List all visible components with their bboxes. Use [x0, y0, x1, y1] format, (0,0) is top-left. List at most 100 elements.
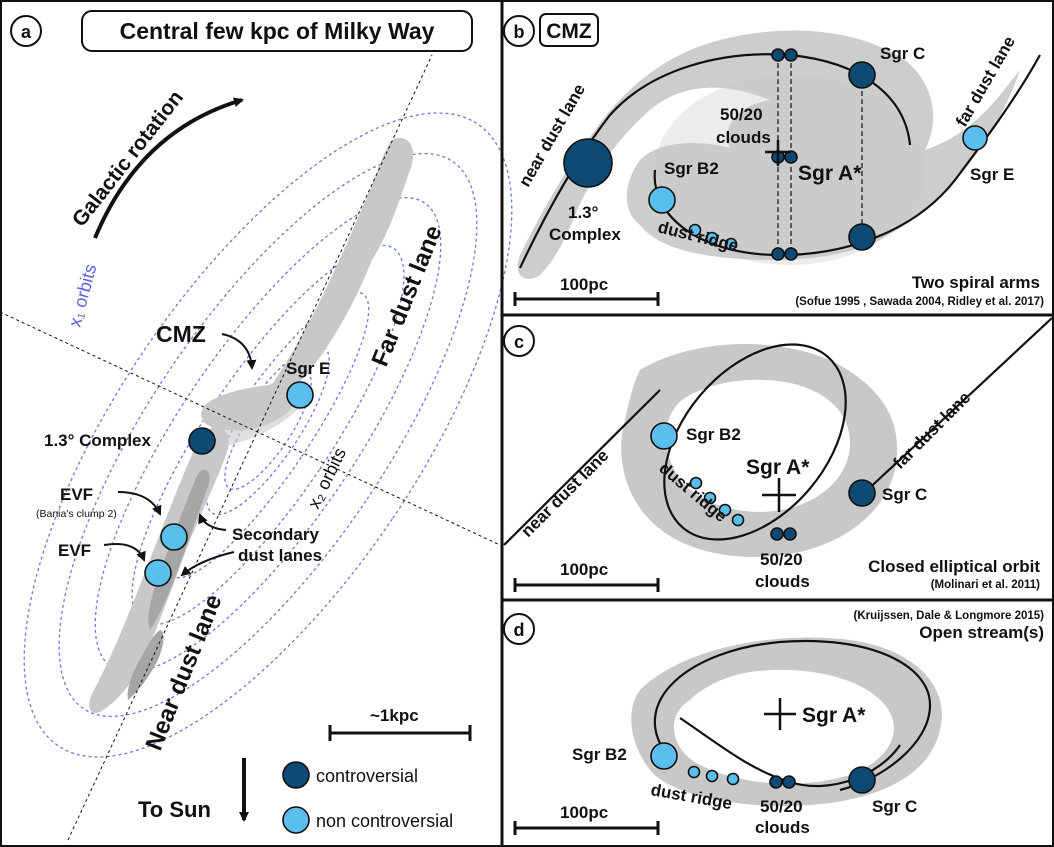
c-ridge-3 — [718, 503, 732, 517]
cmz-label: CMZ — [156, 321, 206, 347]
panel-a-dust — [89, 138, 414, 713]
secondary-label-1: Secondary — [232, 525, 319, 544]
b-sgr-c-marker — [848, 61, 876, 89]
b-ridge-1 — [688, 223, 702, 237]
d-cloud-2 — [782, 775, 796, 789]
panel-a: a Central few kpc of Milky Way Galactic … — [0, 10, 513, 841]
panel-d-letter-circle — [503, 613, 535, 645]
panel-b-title-box — [539, 13, 599, 47]
panel-c-scale-bar — [513, 578, 660, 592]
d-sgr-c-marker — [848, 766, 876, 794]
rotation-label: Galactic rotation — [68, 86, 188, 231]
b-refs-label: (Sofue 1995 , Sawada 2004, Ridley et al.… — [795, 296, 1044, 308]
c-sgr-a-label: Sgr A* — [746, 456, 810, 479]
b-ridge-3 — [724, 237, 738, 251]
x1-orbits-label: x₁ orbits — [65, 262, 101, 329]
c-clouds-label-2: clouds — [755, 572, 810, 591]
b-cloud-top-1 — [771, 48, 785, 62]
c-refs-label: (Molinari et al. 2011) — [931, 579, 1040, 591]
d-ridge-1 — [687, 765, 701, 779]
rotation-arrow-icon — [93, 97, 244, 239]
c-sgr-b2-label: Sgr B2 — [686, 425, 741, 444]
evf-2-label: EVF — [58, 541, 91, 560]
b-complex-marker — [563, 138, 613, 188]
c-ridge-1 — [689, 476, 703, 490]
b-sgr-b2-marker — [648, 186, 676, 214]
b-complex-label-1: 1.3° — [568, 203, 599, 222]
evf-1-sublabel: (Bania's clump 2) — [36, 508, 117, 520]
d-ridge-2 — [705, 769, 719, 783]
panel-c-letter: c — [514, 332, 524, 352]
evf-1-arrow-icon — [117, 491, 162, 516]
b-complex-label-2: Complex — [549, 225, 621, 244]
c-far-lane-line — [861, 317, 1053, 496]
d-refs-label: (Kruijssen, Dale & Longmore 2015) — [854, 610, 1045, 622]
c-sgr-b2-marker — [650, 422, 678, 450]
complex-marker — [188, 427, 216, 455]
legend-controversial: controversial — [316, 766, 418, 786]
b-cloud-top-2 — [784, 48, 798, 62]
c-near-lane-line — [503, 389, 661, 546]
b-sgr-a-label: Sgr A* — [798, 162, 862, 185]
c-sgr-c-label: Sgr C — [882, 485, 927, 504]
sgr-e-label: Sgr E — [286, 359, 330, 378]
panel-b-letter: b — [514, 22, 525, 42]
c-ridge-2 — [703, 491, 717, 505]
c-cloud-2 — [783, 527, 797, 541]
evf-2-arrow-icon — [103, 543, 146, 562]
complex-label: 1.3° Complex — [44, 431, 151, 450]
minor-axis-line — [0, 311, 501, 546]
panel-b-title: CMZ — [546, 20, 592, 43]
evf-bania-marker — [160, 523, 188, 551]
evf-1-label: EVF — [60, 485, 93, 504]
c-near-lane-label: near dust lane — [517, 446, 612, 541]
b-clouds-label-1: 50/20 — [720, 105, 763, 124]
b-sgr-b2-label: Sgr B2 — [664, 159, 719, 178]
b-cloud-bot-2 — [784, 247, 798, 261]
c-orbit-ellipse — [663, 343, 847, 541]
d-model-label: Open stream(s) — [919, 623, 1044, 642]
d-ridge-3 — [726, 772, 740, 786]
c-cloud-1 — [770, 527, 784, 541]
c-sgr-c-marker — [848, 479, 876, 507]
d-cloud-1 — [769, 775, 783, 789]
panel-a-scale-bar — [328, 725, 472, 741]
cmz-arrow-icon — [221, 333, 257, 370]
b-clouds-label-2: clouds — [716, 128, 771, 147]
panel-b-scale-bar — [513, 292, 660, 306]
light-circle-icon — [282, 806, 310, 834]
secondary-arrow-2-icon — [180, 551, 235, 577]
b-sgr-e-label: Sgr E — [970, 165, 1014, 184]
c-scale-label: 100pc — [560, 560, 608, 579]
c-far-lane-label: far dust lane — [889, 388, 974, 473]
d-clouds-label-2: clouds — [755, 818, 810, 837]
panel-c-letter-circle — [503, 325, 535, 357]
c-ridge-4 — [731, 513, 745, 527]
b-sgr-c-marker-2 — [848, 223, 876, 251]
panel-a-title-box — [81, 10, 473, 52]
b-sgr-c-label: Sgr C — [880, 44, 925, 63]
b-ridge-2 — [705, 231, 719, 245]
panel-a-letter-circle — [10, 15, 42, 47]
d-sgr-a-label: Sgr A* — [802, 704, 866, 727]
panel-a-scale-label: ~1kpc — [370, 706, 419, 725]
x2-orbits-label: x₂ orbits — [304, 445, 350, 512]
panel-d-letter: d — [514, 620, 525, 640]
panel-a-letter: a — [21, 22, 32, 42]
d-scale-label: 100pc — [560, 803, 608, 822]
dark-circle-icon — [282, 761, 310, 789]
panel-c: c Sgr B2 Sgr A* Sgr C dust ridge near du… — [503, 317, 1053, 592]
b-scale-label: 100pc — [560, 275, 608, 294]
major-axis-line — [67, 54, 433, 841]
to-sun-label: To Sun — [138, 797, 211, 822]
d-sgr-b2-label: Sgr B2 — [572, 745, 627, 764]
secondary-label-2: dust lanes — [238, 546, 322, 565]
secondary-arrow-1-icon — [198, 513, 227, 531]
c-model-label: Closed elliptical orbit — [868, 557, 1040, 576]
panel-b-letter-circle — [503, 15, 535, 47]
b-model-label: Two spiral arms — [912, 273, 1040, 292]
panel-b: b CMZ Sgr C Sgr E Sgr B2 Sgr A* — [503, 13, 1044, 308]
d-clouds-label-1: 50/20 — [760, 797, 803, 816]
d-sgr-c-label: Sgr C — [872, 797, 917, 816]
